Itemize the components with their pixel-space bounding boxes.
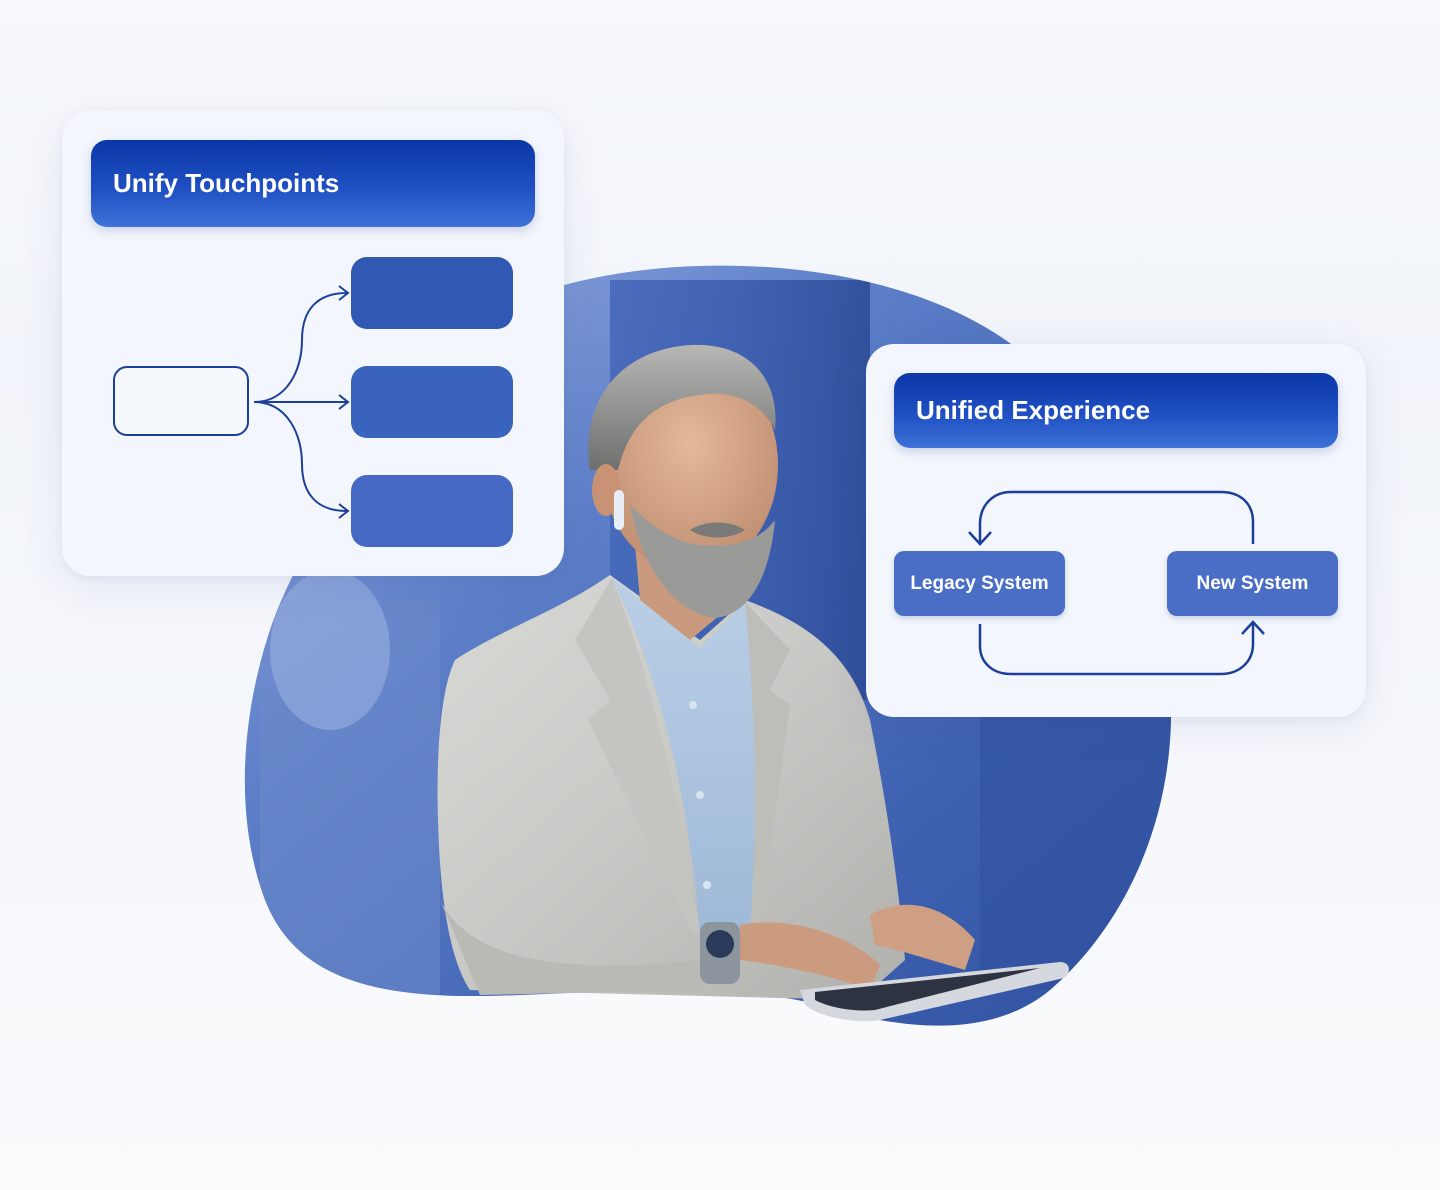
cycle-connector xyxy=(968,490,1265,676)
unify-touchpoints-card: Unify Touchpoints xyxy=(62,110,564,576)
unified-experience-card: Unified Experience Legacy System New Sys… xyxy=(866,344,1366,717)
new-system-box: New System xyxy=(1167,551,1338,616)
legacy-system-box: Legacy System xyxy=(894,551,1065,616)
unified-experience-title: Unified Experience xyxy=(894,373,1338,448)
target-node-2 xyxy=(351,366,513,438)
unify-touchpoints-title: Unify Touchpoints xyxy=(91,140,535,227)
target-node-1 xyxy=(351,257,513,329)
branch-connector xyxy=(253,285,350,519)
target-node-3 xyxy=(351,475,513,547)
source-node xyxy=(113,366,249,436)
